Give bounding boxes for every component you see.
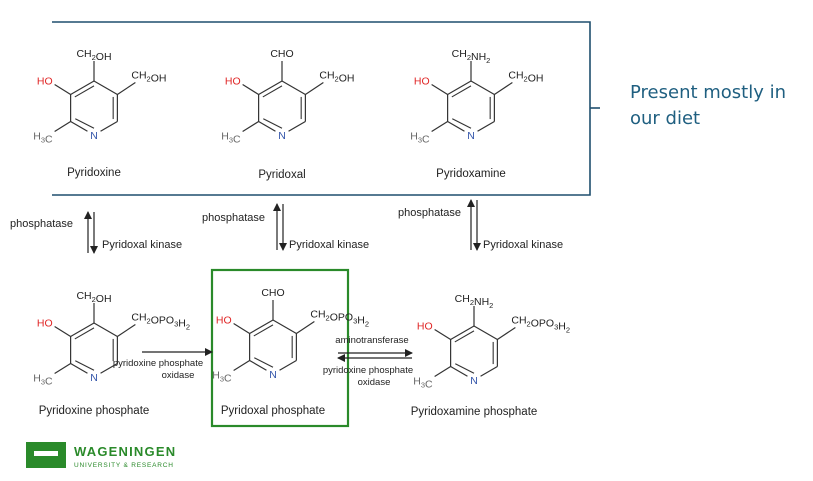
substituent-methyl: H3C <box>221 131 241 146</box>
equilibrium-arrow-pyridoxamine <box>467 199 481 251</box>
wageningen-logo: WAGENINGEN UNIVERSITY & RESEARCH <box>26 442 176 469</box>
ring-nitrogen: N <box>269 369 277 381</box>
substituent-right: CH2OPO3H2 <box>310 309 369 329</box>
substituent-methyl: H3C <box>413 376 433 391</box>
substituent-hydroxyl: HO <box>225 76 241 88</box>
substituent-hydroxyl: HO <box>216 315 232 327</box>
molecule-name: Pyridoxine <box>67 167 121 179</box>
substituent-top: CHO <box>270 48 293 60</box>
substituent-right: CH2OPO3H2 <box>511 315 570 335</box>
ring-nitrogen: N <box>467 130 475 142</box>
diet-bracket <box>52 21 591 196</box>
substituent-methyl: H3C <box>212 370 232 385</box>
substituent-top: CHO <box>261 287 284 299</box>
substituent-methyl: H3C <box>33 131 53 146</box>
substituent-hydroxyl: HO <box>417 321 433 333</box>
substituent-top: CH2NH2 <box>452 48 491 65</box>
molecule-name: Pyridoxal phosphate <box>221 405 325 417</box>
equilibrium-arrow-pyridoxine <box>84 211 98 254</box>
substituent-methyl: H3C <box>410 131 430 146</box>
label-oxidase-left-1: pyridoxine phosphate <box>113 358 203 369</box>
substituent-right: CH2OH <box>319 70 354 85</box>
label-oxidase-left-2: oxidase <box>162 370 195 381</box>
label-phosphatase-1: phosphatase <box>10 218 73 230</box>
ring-nitrogen: N <box>278 130 286 142</box>
substituent-top: CH2NH2 <box>455 293 494 310</box>
equilibrium-arrow-pyridoxal <box>273 203 287 251</box>
label-kinase-3: Pyridoxal kinase <box>483 239 563 251</box>
logo-subtitle: UNIVERSITY & RESEARCH <box>74 462 174 469</box>
label-phosphatase-2: phosphatase <box>202 212 265 224</box>
diet-annotation: Present mostly in our diet <box>630 82 787 129</box>
substituent-right: CH2OH <box>508 70 543 85</box>
label-kinase-2: Pyridoxal kinase <box>289 239 369 251</box>
molecule-name: Pyridoxine phosphate <box>39 405 150 417</box>
substituent-hydroxyl: HO <box>37 76 53 88</box>
label-oxidase-right-2: oxidase <box>358 377 391 388</box>
logo-emblem-icon <box>26 442 66 468</box>
equilibrium-arrow-horizontal <box>337 349 413 362</box>
molecule-name: Pyridoxamine phosphate <box>411 406 538 418</box>
substituent-methyl: H3C <box>33 373 53 388</box>
substituent-top: CH2OH <box>76 290 111 305</box>
substituent-hydroxyl: HO <box>37 318 53 330</box>
substituent-right: CH2OH <box>131 70 166 85</box>
substituent-hydroxyl: HO <box>414 76 430 88</box>
molecule-pyridoxal: CHO CH2OH HO H3C N Pyridoxal <box>221 48 354 181</box>
molecule-pyridoxal-phosphate: CHO CH2OPO3H2 HO H3C N Pyridoxal phosphate <box>212 287 369 417</box>
label-kinase-1: Pyridoxal kinase <box>102 239 182 251</box>
ring-nitrogen: N <box>470 375 478 387</box>
molecule-pyridoxine: CH2OH CH2OH HO H3C N Pyridoxine <box>33 48 166 179</box>
molecule-name: Pyridoxamine <box>436 168 506 180</box>
label-phosphatase-3: phosphatase <box>398 207 461 219</box>
molecule-name: Pyridoxal <box>258 169 305 181</box>
ring-nitrogen: N <box>90 372 98 384</box>
logo-name: WAGENINGEN <box>74 444 176 459</box>
label-oxidase-right-1: pyridoxine phosphate <box>323 365 413 376</box>
substituent-right: CH2OPO3H2 <box>131 312 190 332</box>
molecule-pyridoxine-phosphate: CH2OH CH2OPO3H2 HO H3C N Pyridoxine phosphate <box>33 290 190 417</box>
label-aminotransferase: aminotransferase <box>335 335 408 346</box>
substituent-top: CH2OH <box>76 48 111 63</box>
ring-nitrogen: N <box>90 130 98 142</box>
